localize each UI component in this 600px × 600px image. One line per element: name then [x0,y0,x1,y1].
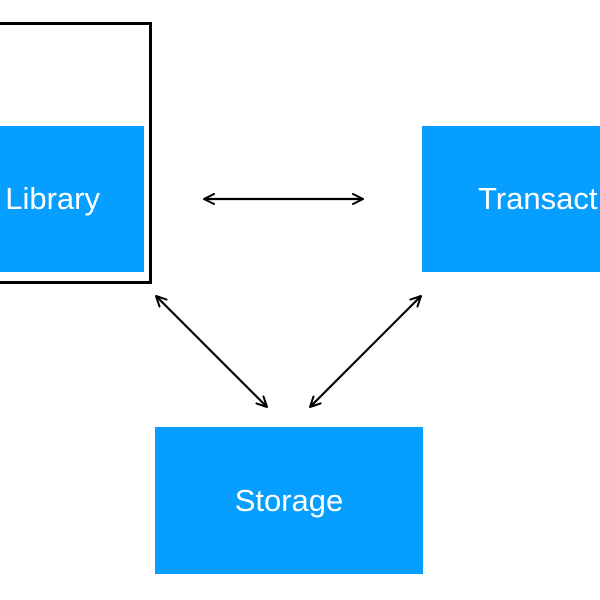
transaction-storage-arrow[interactable] [309,295,422,408]
library-storage-arrow[interactable] [155,295,268,408]
storage-node[interactable]: Storage [155,427,423,574]
storage-node-label: Storage [234,482,344,518]
library-node-label: Library [5,181,100,216]
transaction-node-label: Transact [478,181,598,216]
transaction-node[interactable]: Transact [422,126,600,272]
library-node[interactable]: Library [0,126,144,272]
